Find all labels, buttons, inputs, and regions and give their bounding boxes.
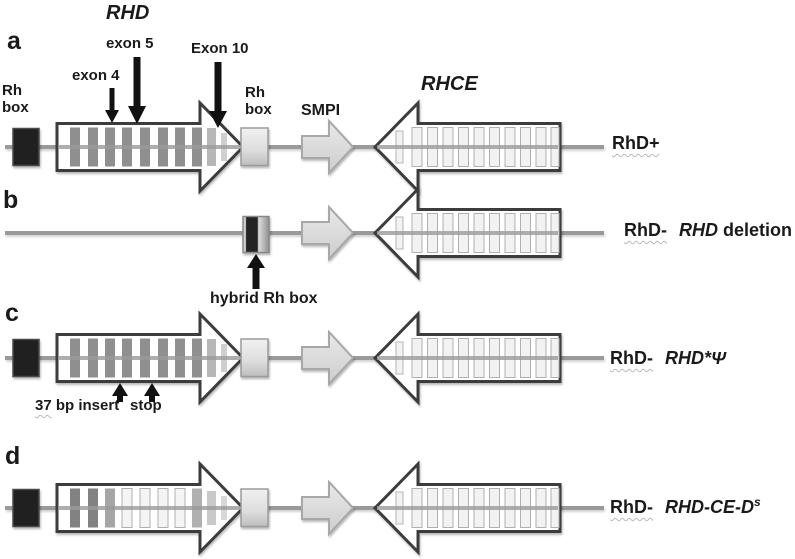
stop-arrow-icon <box>144 383 160 402</box>
panel-letter-b: b <box>3 186 19 214</box>
rhd-ce-d-gene-arrow-d <box>55 462 245 554</box>
smpi-gene-arrow-c <box>301 331 354 385</box>
genotype-b: RHD <box>679 220 718 240</box>
insert-arrow-icon <box>112 383 128 402</box>
exon5-label: exon 5 <box>106 35 154 52</box>
rh-box-downstream-c <box>240 338 269 378</box>
rhd-gene-title: RHD <box>106 2 150 24</box>
row-label-rhd-pseudogene: RhD- RHD*Ψ <box>610 348 726 369</box>
panel-letter-a: a <box>7 27 21 55</box>
rh-box-downstream-d <box>240 488 269 528</box>
phenotype-a: RhD+ <box>612 133 660 153</box>
panel-letter-d: d <box>5 442 21 470</box>
phenotype-c: RhD- <box>610 348 653 368</box>
hybrid-rh-box-b <box>242 215 270 254</box>
rhce-gene-arrow-d <box>373 462 562 554</box>
hybrid-rh-box-arrow-icon <box>247 254 265 289</box>
rh-box-left-label: Rh box <box>2 82 29 116</box>
genotype-b-suffix: deletion <box>718 220 793 240</box>
exon4-arrow-icon <box>105 88 119 123</box>
genotype-c: RHD*Ψ <box>665 348 726 368</box>
row-label-rhd-positive: RhD+ <box>612 133 660 154</box>
rh-box-downstream-a <box>240 127 269 167</box>
exon10-label: Exon 10 <box>191 40 249 57</box>
hybrid-rh-box-label: hybrid Rh box <box>210 290 318 307</box>
panel-letter-c: c <box>5 299 19 327</box>
exon5-arrow-icon <box>128 57 146 124</box>
row-label-rhd-ce-d: RhD- RHD-CE-Ds <box>610 495 761 518</box>
rh-box-right-label: Rh box <box>245 84 272 118</box>
smpi-label: SMPI <box>301 102 341 119</box>
smpi-gene-arrow-a <box>301 120 354 174</box>
rh-box-upstream-d <box>12 488 40 528</box>
phenotype-d: RhD- <box>610 497 653 517</box>
exon10-arrow-icon <box>209 62 227 128</box>
stop-label: stop <box>130 397 162 414</box>
exon4-label: exon 4 <box>72 67 120 84</box>
genotype-d: RHD-CE-D <box>665 497 754 517</box>
row-label-rhd-deletion: RhD- RHD deletion <box>624 220 793 241</box>
insert-label: 37 bp insert <box>35 397 120 414</box>
phenotype-b: RhD- <box>624 220 667 240</box>
smpi-gene-arrow-d <box>301 481 354 535</box>
rh-box-upstream-a <box>12 127 40 167</box>
rh-box-upstream-c <box>12 338 40 378</box>
genotype-d-sup: s <box>754 495 761 509</box>
smpi-gene-arrow-b <box>301 206 354 260</box>
rhce-gene-arrow-a <box>373 101 562 193</box>
rhce-gene-title: RHCE <box>421 73 478 95</box>
rhce-gene-arrow-c <box>373 312 562 404</box>
rhce-gene-arrow-b <box>373 187 562 279</box>
